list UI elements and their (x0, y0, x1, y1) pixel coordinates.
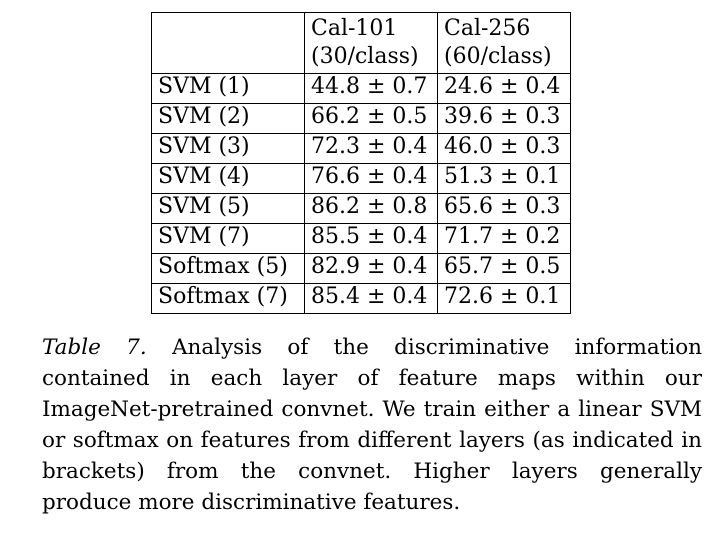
cal101-value-cell: 85.4 ± 0.4 (304, 283, 438, 314)
header-cal101: Cal-101 (30/class) (304, 12, 438, 74)
cal256-value-cell: 24.6 ± 0.4 (437, 73, 571, 104)
header-cal256-subtitle: (60/class) (444, 44, 552, 69)
cal101-value-cell: 86.2 ± 0.8 (304, 193, 438, 224)
results-table: Cal-101 (30/class) Cal-256 (60/class) SV… (151, 12, 571, 314)
cal256-value-cell: 65.6 ± 0.3 (437, 193, 571, 224)
row-label-cell: SVM (4) (151, 163, 305, 194)
cal256-value-cell: 51.3 ± 0.1 (437, 163, 571, 194)
row-label-cell: Softmax (5) (151, 253, 305, 284)
table-caption: Table 7. Analysis of the discriminative … (42, 332, 702, 518)
header-cal256: Cal-256 (60/class) (437, 12, 571, 74)
header-empty-cell (151, 12, 305, 74)
caption-text: Analysis of the discriminative informati… (42, 335, 703, 515)
cal101-value-cell: 72.3 ± 0.4 (304, 133, 438, 164)
header-cal256-title: Cal-256 (444, 16, 531, 41)
row-label-cell: SVM (1) (151, 73, 305, 104)
cal101-value-cell: 44.8 ± 0.7 (304, 73, 438, 104)
row-label-cell: SVM (5) (151, 193, 305, 224)
cal256-value-cell: 46.0 ± 0.3 (437, 133, 571, 164)
header-cal101-title: Cal-101 (311, 16, 398, 41)
caption-label: Table 7. (42, 335, 147, 360)
cal101-value-cell: 76.6 ± 0.4 (304, 163, 438, 194)
table-header-row: Cal-101 (30/class) Cal-256 (60/class) (151, 12, 571, 74)
cal256-value-cell: 72.6 ± 0.1 (437, 283, 571, 314)
cal101-value-cell: 82.9 ± 0.4 (304, 253, 438, 284)
cal256-value-cell: 39.6 ± 0.3 (437, 103, 571, 134)
row-label-cell: SVM (3) (151, 133, 305, 164)
row-label-cell: SVM (2) (151, 103, 305, 134)
row-label-cell: Softmax (7) (151, 283, 305, 314)
cal256-value-cell: 71.7 ± 0.2 (437, 223, 571, 254)
header-cal101-subtitle: (30/class) (311, 44, 419, 69)
cal256-value-cell: 65.7 ± 0.5 (437, 253, 571, 284)
cal101-value-cell: 66.2 ± 0.5 (304, 103, 438, 134)
row-label-cell: SVM (7) (151, 223, 305, 254)
cal101-value-cell: 85.5 ± 0.4 (304, 223, 438, 254)
results-table-container: Cal-101 (30/class) Cal-256 (60/class) SV… (151, 12, 571, 314)
